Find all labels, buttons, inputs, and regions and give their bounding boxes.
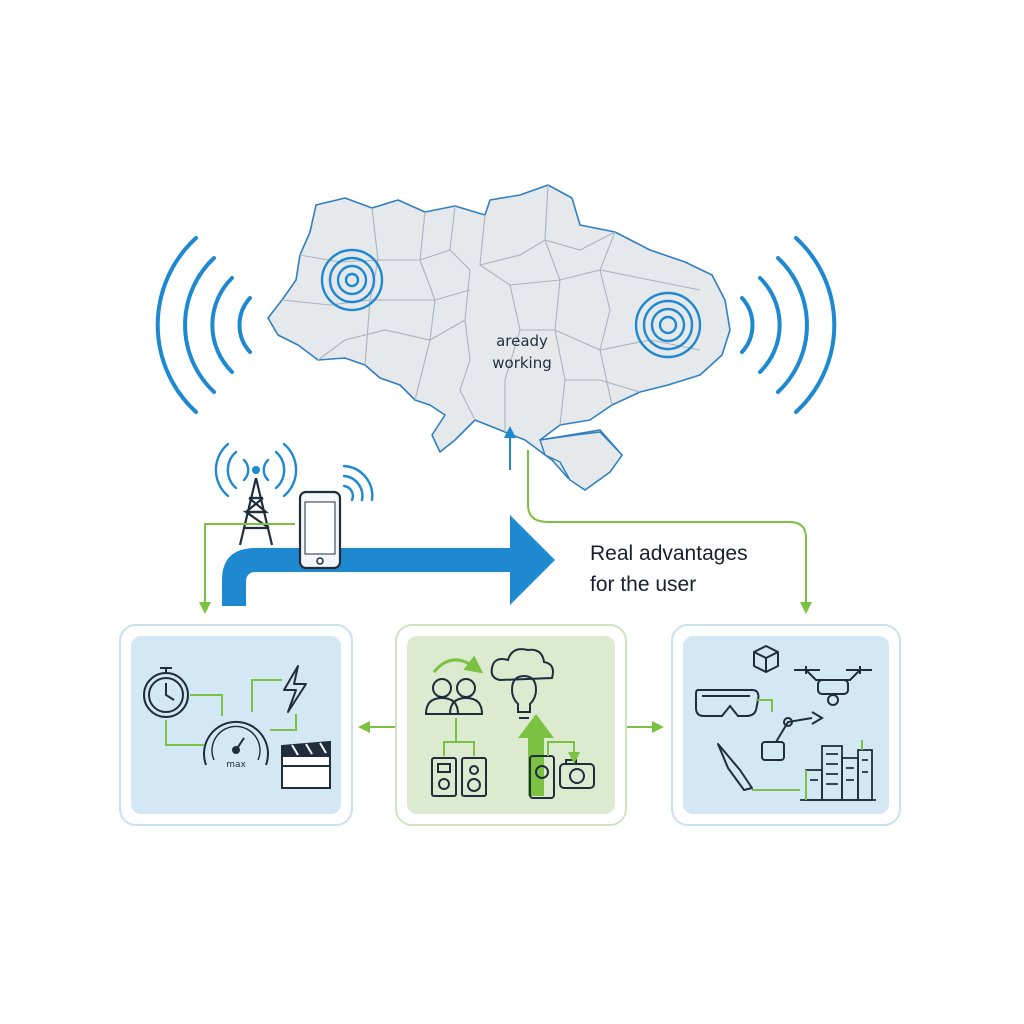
- lightning-icon: [283, 665, 307, 713]
- speaker-icon: [431, 757, 487, 797]
- headline-line1: Real advantages: [590, 542, 748, 565]
- users-icon: [424, 678, 484, 715]
- drone-icon: [794, 666, 872, 706]
- gauge-max-label: max: [226, 760, 246, 770]
- region-borders: [281, 184, 701, 432]
- clapperboard-icon: [281, 740, 331, 789]
- headline-line2: for the user: [590, 573, 697, 596]
- phone-signal-icon: [342, 464, 374, 502]
- coverage-target-west: [320, 248, 384, 312]
- cloud-lightbulb-icon: [490, 648, 554, 719]
- map-label-line2: working: [492, 354, 552, 372]
- coverage-target-east: [634, 291, 702, 359]
- signal-waves-right: [740, 236, 837, 414]
- panel-applications: [671, 624, 901, 826]
- crimea-region: [539, 431, 623, 491]
- flow-arrow: [222, 515, 555, 606]
- headline: Real advantages for the user: [590, 538, 820, 600]
- speedometer-icon: [203, 720, 269, 766]
- panel-connectors-right: [752, 699, 863, 800]
- cube-icon: [753, 645, 779, 673]
- connector-lines: [199, 426, 812, 733]
- robot-arm-icon: [761, 711, 824, 761]
- smartphone-icon: [298, 490, 342, 570]
- panel-speed: [119, 624, 353, 826]
- stopwatch-icon: [143, 667, 189, 718]
- map-label: aready working: [462, 330, 582, 374]
- signal-waves-left: [155, 236, 252, 414]
- radio-tower-icon: [238, 466, 274, 546]
- scalpel-icon: [717, 743, 753, 791]
- map-label-line1: aready: [496, 332, 548, 350]
- refresh-arrow: [432, 655, 484, 674]
- country-map: [267, 184, 731, 491]
- vr-headset-icon: [695, 689, 760, 717]
- panel-connectors: [165, 679, 297, 746]
- panel-services: [395, 624, 627, 826]
- tower-signal-icon: [214, 442, 298, 498]
- panel-connectors-middle: [443, 718, 580, 764]
